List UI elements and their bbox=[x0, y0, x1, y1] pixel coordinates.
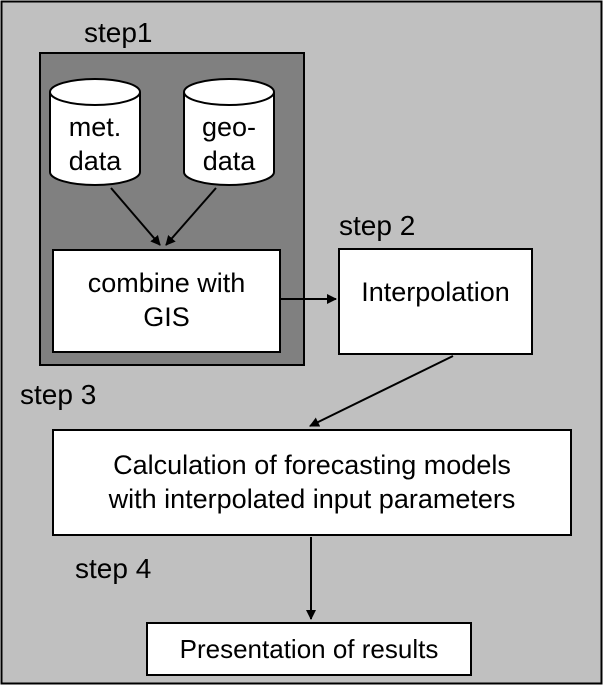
presentation-box bbox=[146, 622, 472, 676]
arrow-geo-to-combine bbox=[165, 187, 217, 246]
geo-data-label: geo- data bbox=[201, 112, 257, 176]
step1-label: step1 bbox=[84, 17, 153, 48]
step3-label: step 3 bbox=[20, 379, 97, 410]
presentation-label: Presentation of results bbox=[179, 633, 439, 664]
calculation-label: Calculation of forecasting models with i… bbox=[108, 449, 516, 514]
arrow-met-to-combine bbox=[110, 187, 161, 246]
combine-label: combine with GIS bbox=[87, 268, 246, 332]
met-data-cylinder bbox=[49, 78, 141, 186]
met-data-label: met. data bbox=[68, 112, 122, 176]
combine-box bbox=[52, 249, 281, 353]
step2-label: step 2 bbox=[339, 210, 416, 241]
interpolation-label: Interpolation bbox=[361, 277, 510, 308]
step4-label: step 4 bbox=[75, 553, 152, 584]
interpolation-box bbox=[338, 248, 533, 355]
calculation-box bbox=[52, 429, 572, 536]
arrow-interpolation-to-calculation bbox=[309, 355, 454, 427]
geo-data-cylinder bbox=[183, 78, 275, 186]
